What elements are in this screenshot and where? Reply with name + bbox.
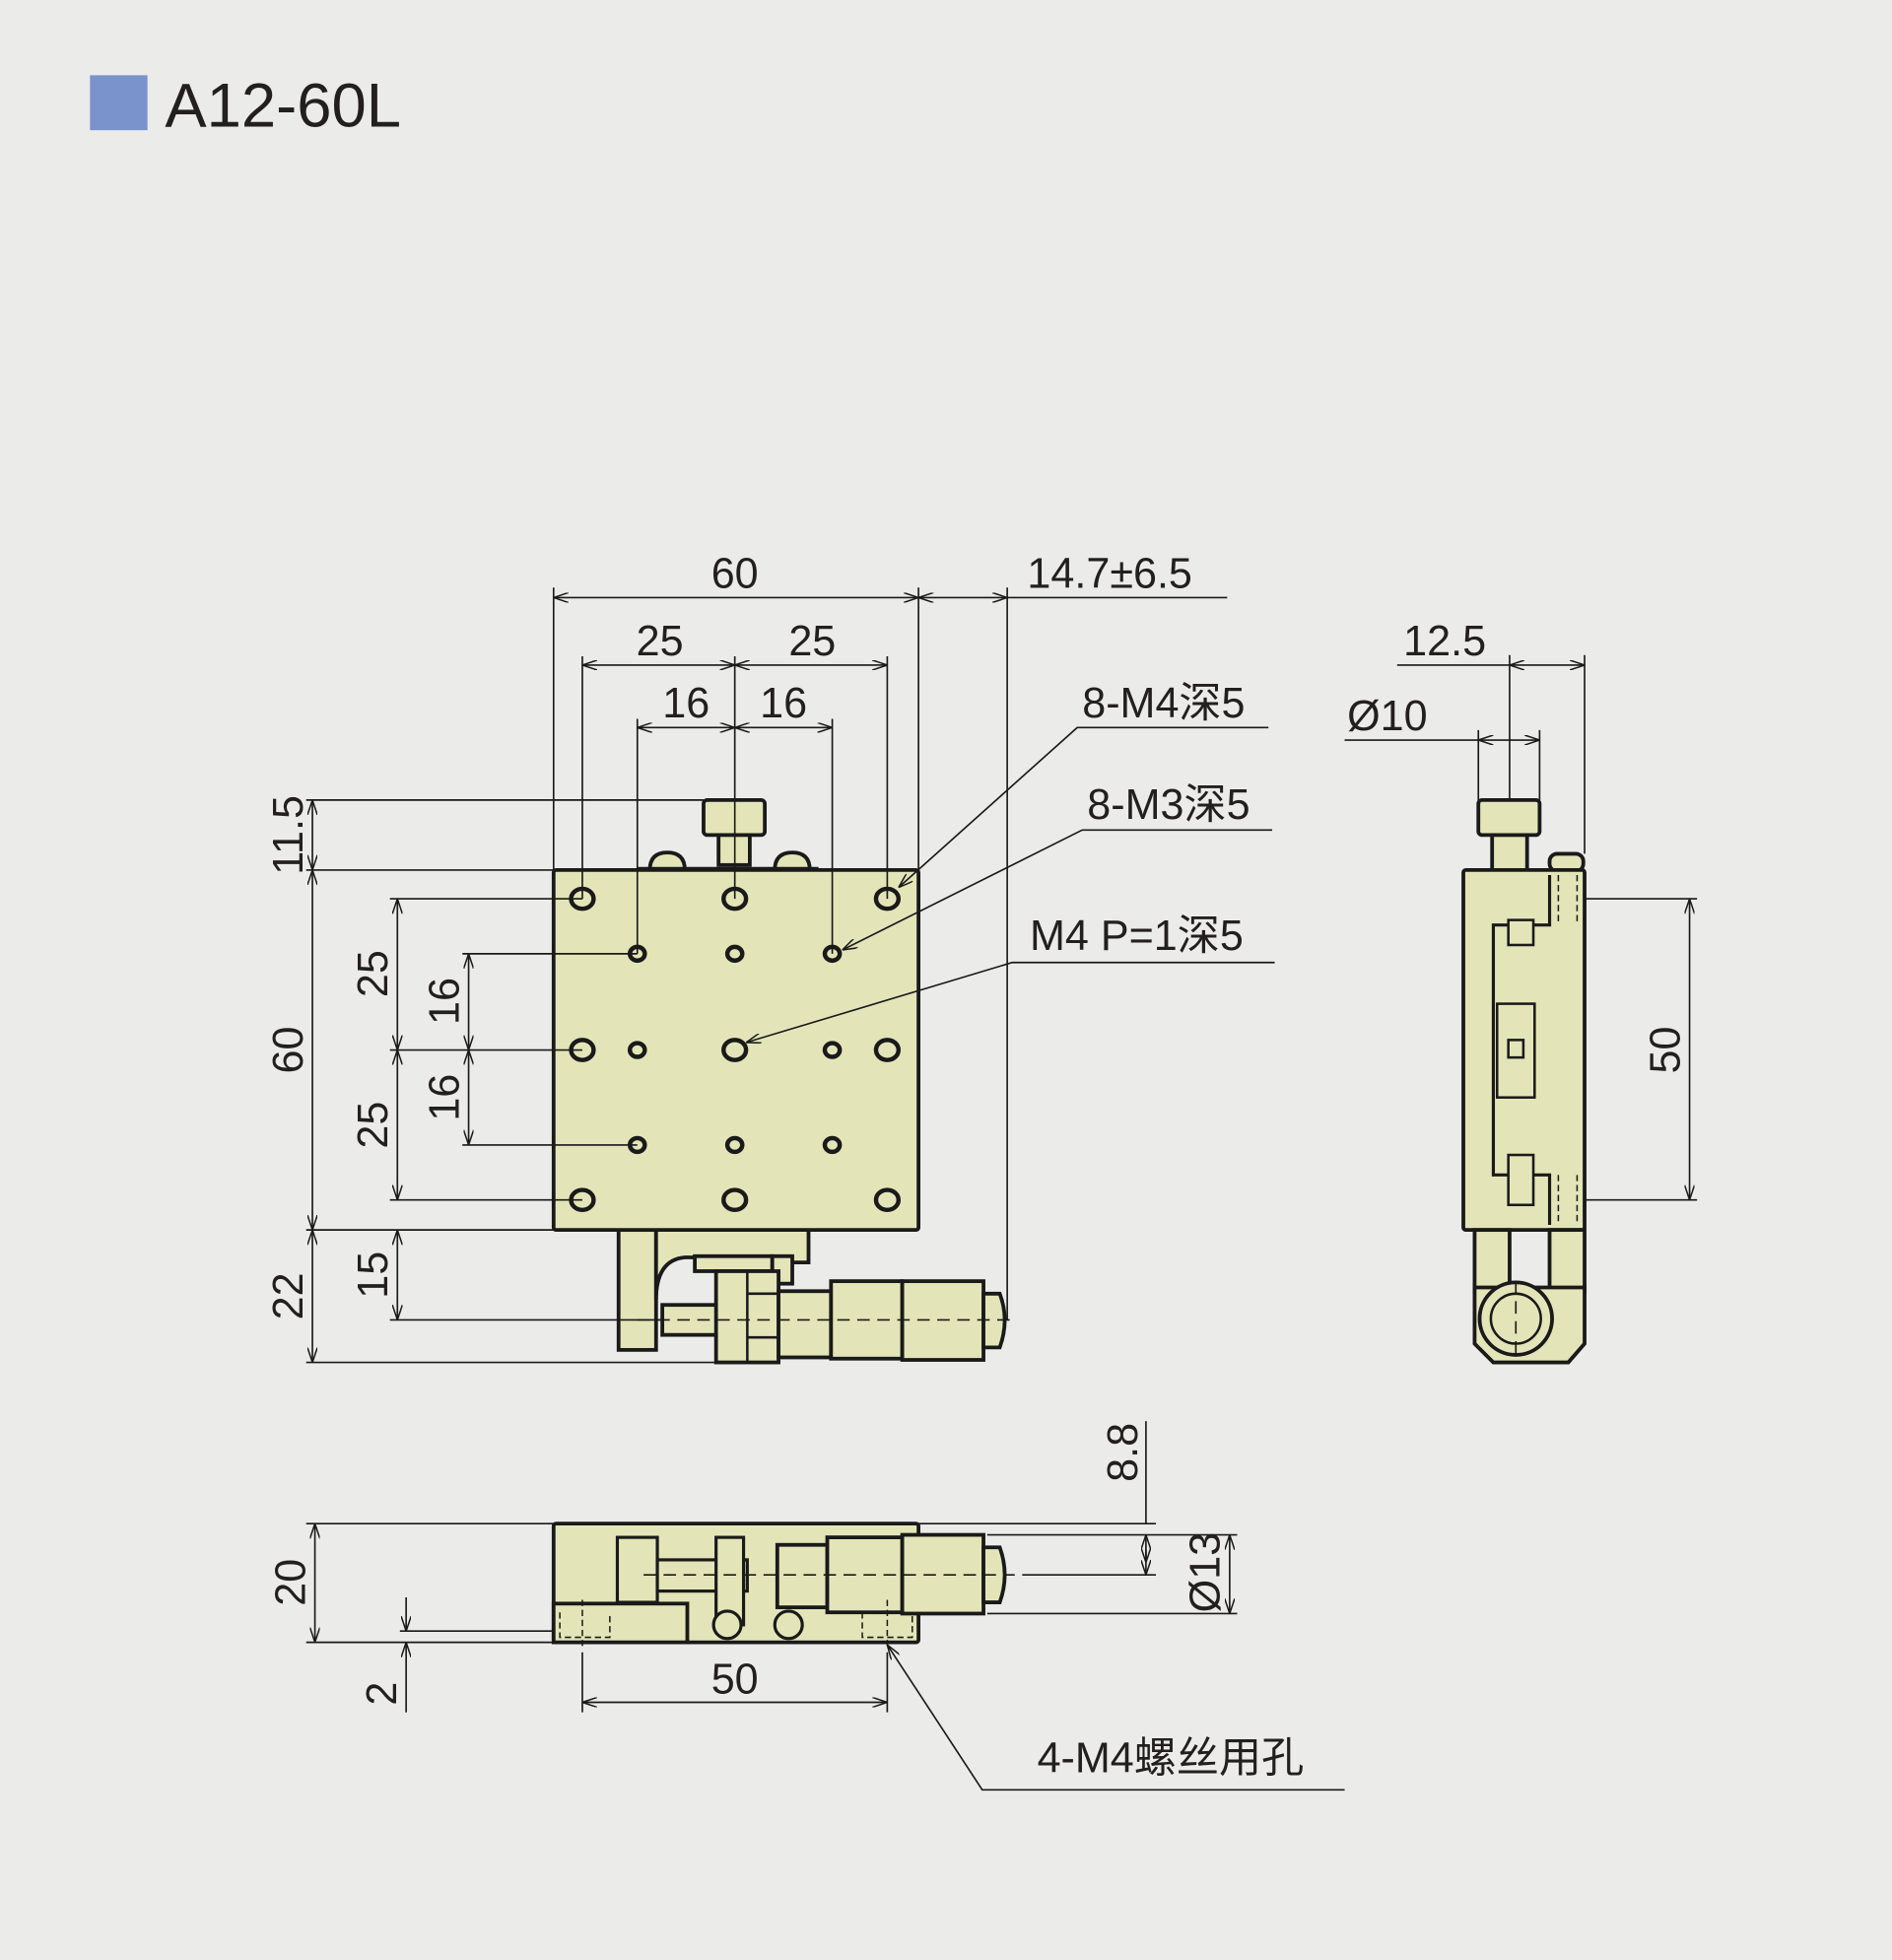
top-view: 60 14.7±6.5 25 25 16 16 11.5 60 22 25 25… — [265, 550, 1275, 1365]
dim-knob-11-5: 11.5 — [265, 795, 312, 875]
dim-pitch-16-right: 16 — [760, 680, 807, 727]
dim-micrometer-diameter: Ø13 — [1182, 1532, 1230, 1612]
dim-vpitch-16-bottom: 16 — [421, 1074, 468, 1121]
dim-base-step-2: 2 — [359, 1682, 406, 1706]
dim-bottom-22: 22 — [265, 1272, 312, 1319]
center-m4-hole — [721, 1038, 749, 1062]
dim-side-pitch-50: 50 — [1642, 1027, 1689, 1074]
side-view: 12.5 Ø10 50 — [1344, 618, 1698, 1365]
dim-vpitch-25-top: 25 — [350, 950, 397, 997]
dim-pitch-16-left: 16 — [662, 680, 710, 727]
dim-knob-offset-12-5: 12.5 — [1403, 618, 1486, 665]
product-title: A12-60L — [165, 71, 401, 140]
callout-mounting-holes: 4-M4螺丝用孔 — [1038, 1735, 1305, 1783]
dim-knob-diameter: Ø10 — [1347, 693, 1427, 740]
dim-pitch-25-right: 25 — [788, 618, 836, 665]
micrometer-rod — [660, 1303, 721, 1337]
dim-pitch-25-left: 25 — [637, 618, 684, 665]
dim-vpitch-25-bottom: 25 — [350, 1102, 397, 1149]
dim-height-60: 60 — [265, 1027, 312, 1074]
dim-front-pitch-50: 50 — [711, 1656, 759, 1704]
dim-micrometer-15: 15 — [350, 1251, 397, 1299]
dim-axis-8-8: 8.8 — [1100, 1423, 1147, 1482]
front-view: 20 2 50 8.8 Ø13 4-M4螺丝用孔 — [267, 1421, 1345, 1791]
title-marker-icon — [90, 75, 148, 131]
callout-m3-holes: 8-M3深5 — [1087, 781, 1250, 829]
top-plate — [551, 867, 921, 1233]
callout-m4-holes: 8-M4深5 — [1082, 680, 1245, 727]
dim-vpitch-16-top: 16 — [421, 978, 468, 1025]
dim-width-60: 60 — [711, 550, 759, 597]
dim-front-height-20: 20 — [267, 1559, 314, 1606]
header: A12-60L — [90, 71, 401, 140]
callout-center-hole: M4 P=1深5 — [1030, 912, 1244, 960]
dim-travel: 14.7±6.5 — [1027, 550, 1192, 597]
